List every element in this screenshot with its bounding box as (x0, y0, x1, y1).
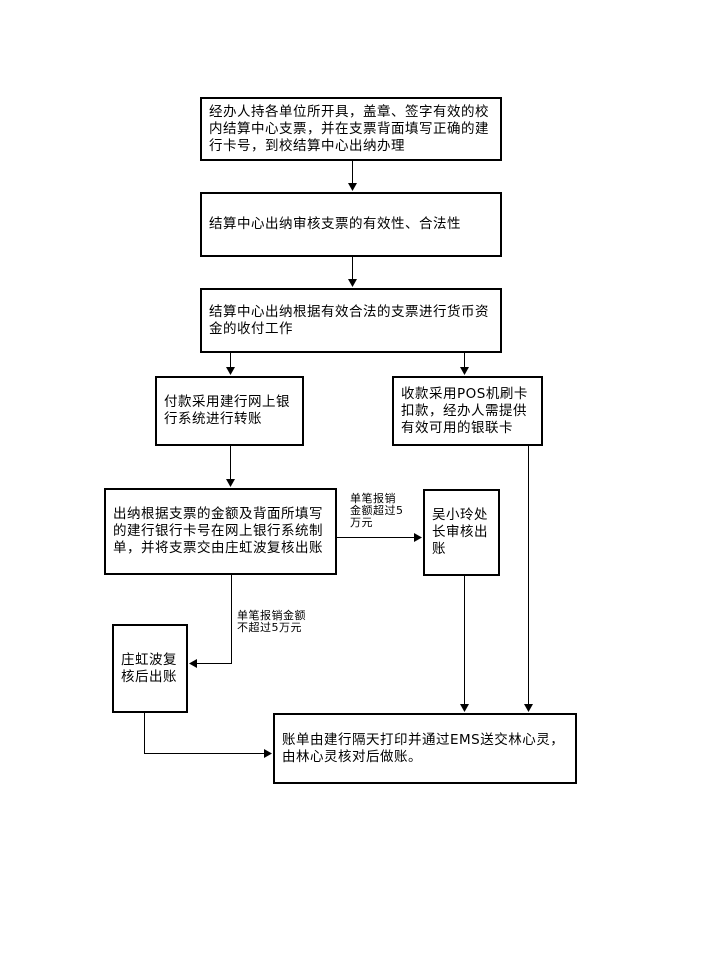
edge-label-over-50k: 单笔报销 金额超过5 万元 (350, 492, 404, 529)
node-zhuanghongbo-approve: 庄虹波复核后出账 (112, 624, 188, 713)
arrow-makeorder-to-zhuanghongbo (189, 575, 232, 668)
node-payment-online-bank: 付款采用建行网上银行系统进行转账 (155, 376, 304, 446)
node-cashier-make-order: 出纳根据支票的金额及背面所填写的建行银行卡号在网上银行系统制单，并将支票交由庄虹… (104, 488, 337, 575)
node-applicant-submit-cheque: 经办人持各单位所开具，盖章、签字有效的校内结算中心支票，并在支票背面填写正确的建… (200, 97, 502, 161)
node-bill-ems-reconcile: 账单由建行隔天打印并通过EMS送交林心灵，由林心灵核对后做账。 (273, 713, 577, 784)
node-cashier-fund-settlement: 结算中心出纳根据有效合法的支票进行货币资金的收付工作 (200, 288, 502, 353)
node-receipt-pos-card: 收款采用POS机刷卡扣款，经办人需提供有效可用的银联卡 (392, 376, 543, 446)
edge-label-not-over-50k: 单笔报销金额 不超过5万元 (237, 609, 306, 634)
node-cashier-verify-cheque: 结算中心出纳审核支票的有效性、合法性 (200, 192, 502, 257)
arrow-zhuanghongbo-to-bill (144, 713, 272, 758)
node-wuxiaoling-approve: 吴小玲处长审核出账 (423, 489, 500, 576)
